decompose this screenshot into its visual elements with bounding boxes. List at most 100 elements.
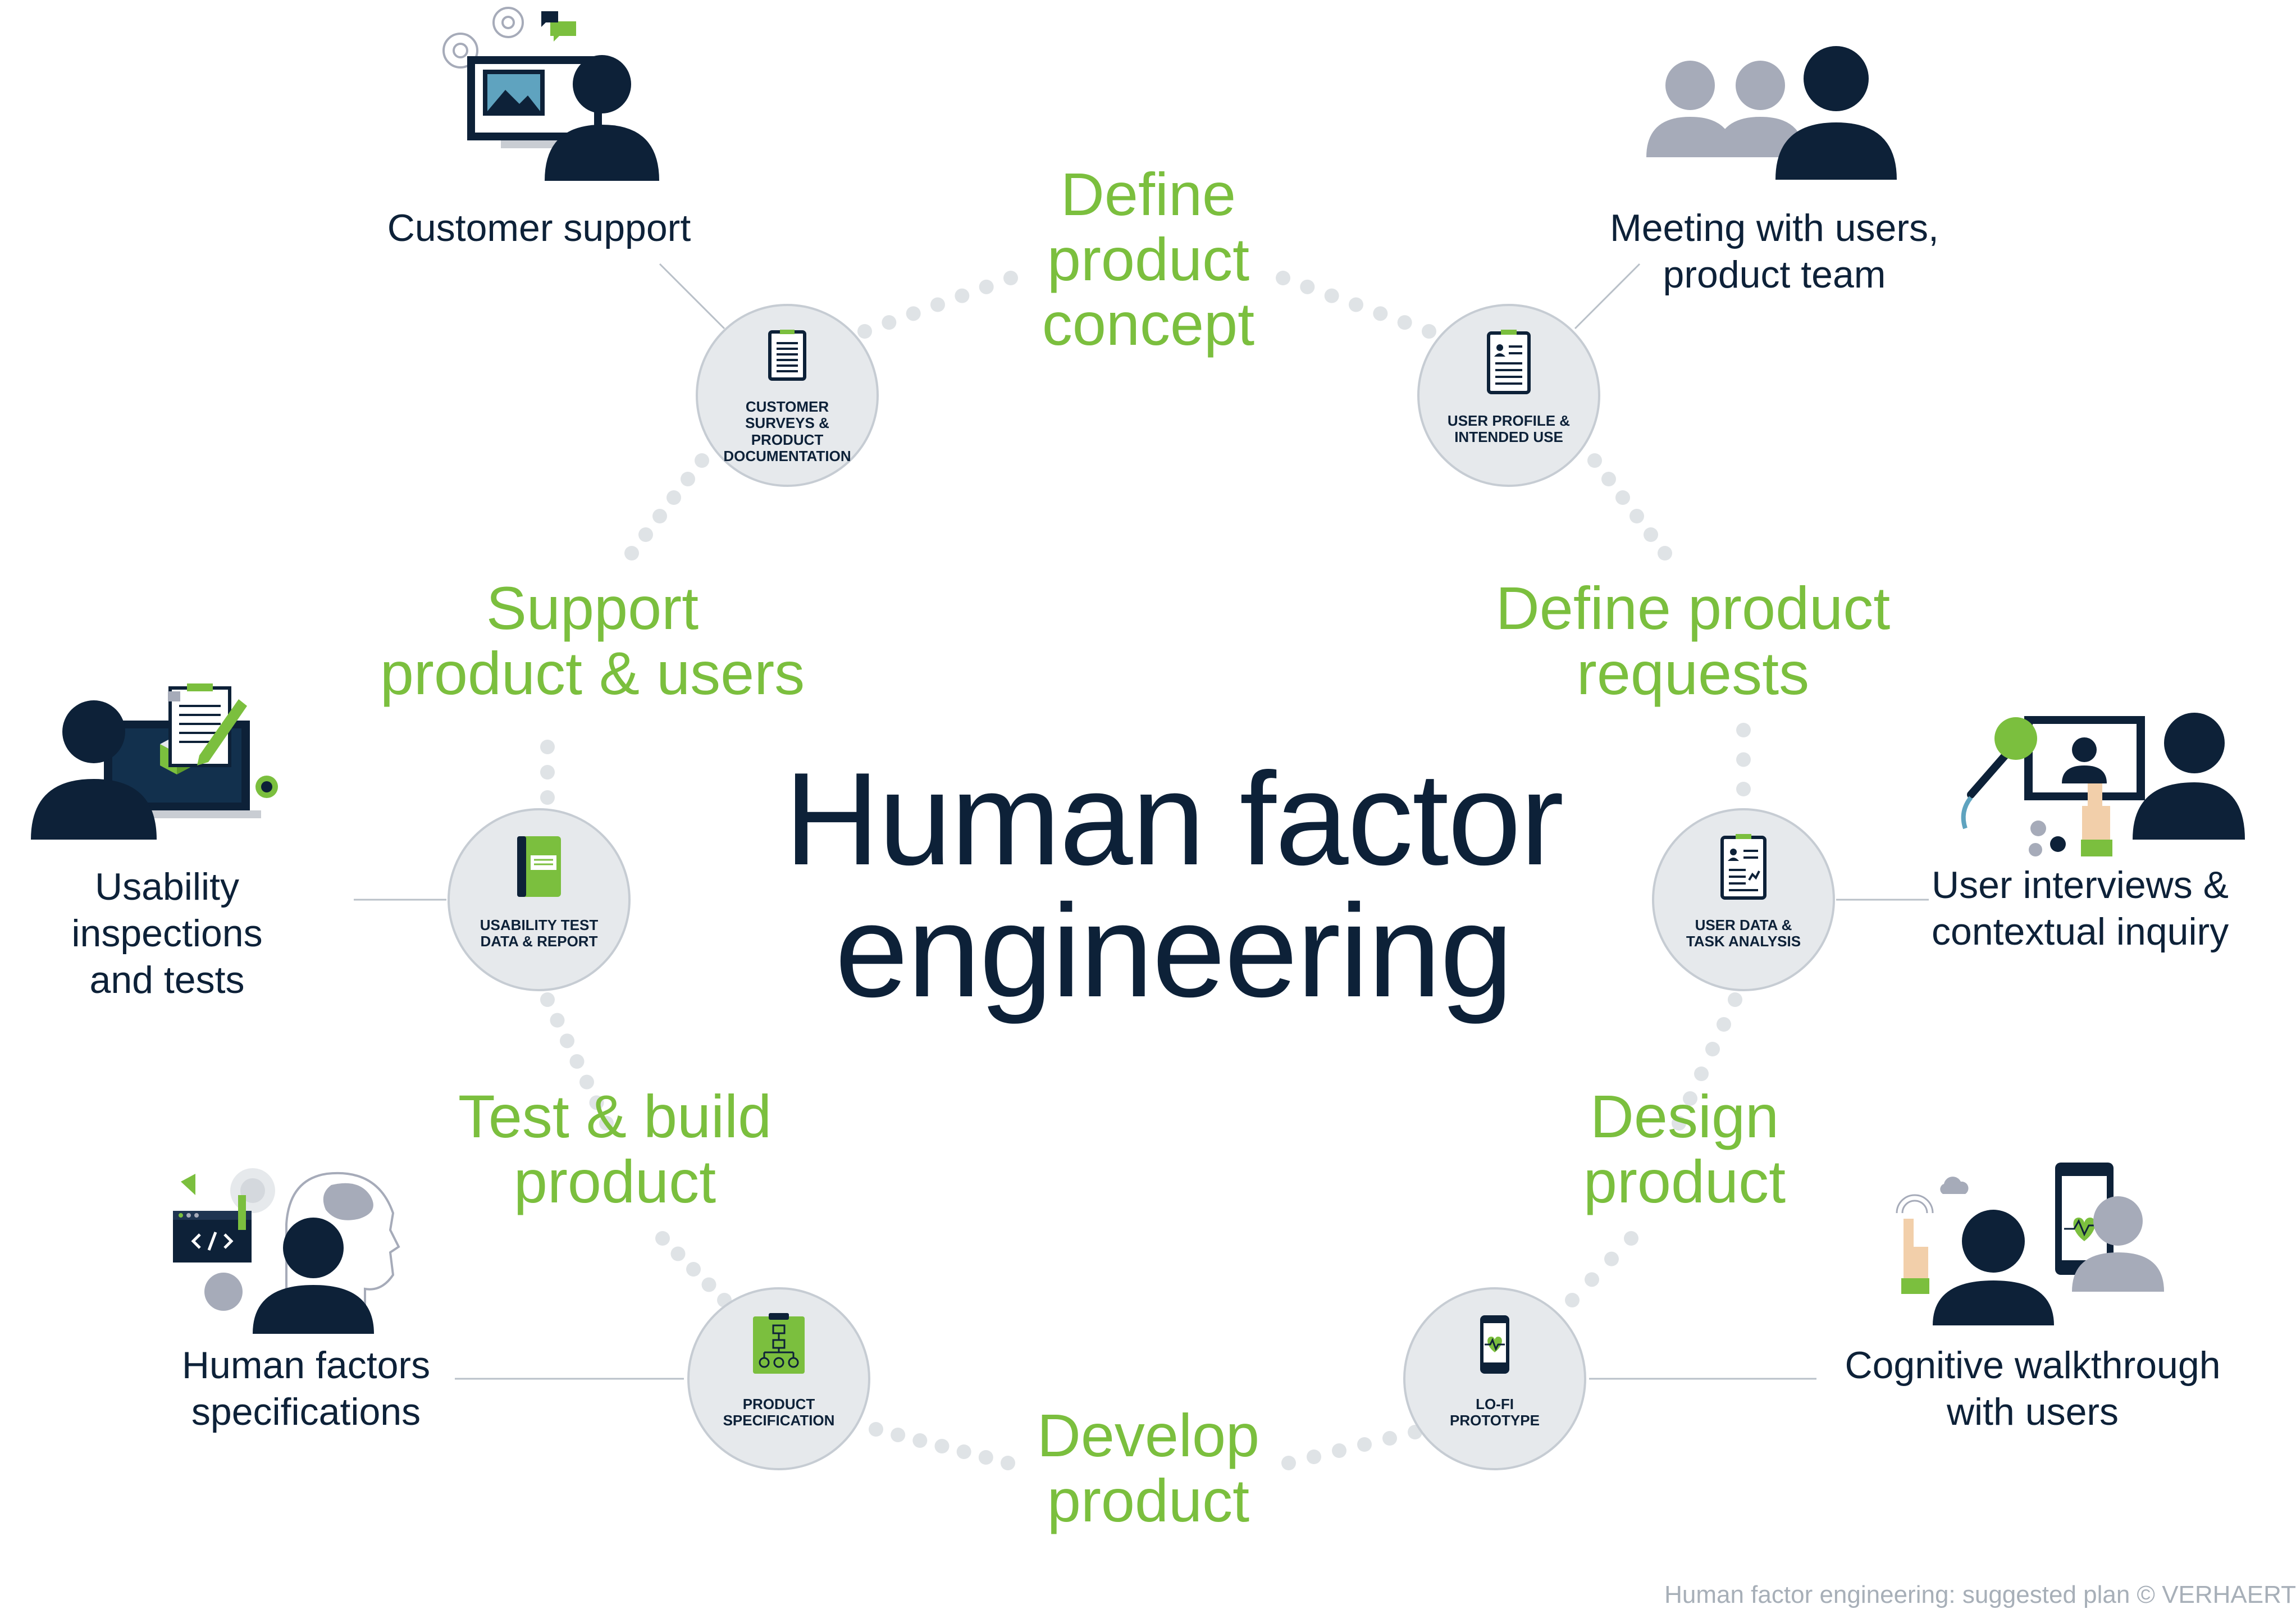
ring-dot bbox=[1658, 546, 1672, 560]
ring-dot bbox=[638, 527, 653, 542]
ring-dot bbox=[1705, 1042, 1720, 1056]
ring-dot bbox=[540, 740, 555, 754]
ring-dot bbox=[1683, 1091, 1697, 1106]
ring-dot bbox=[955, 288, 970, 303]
ring-dot bbox=[655, 1231, 670, 1246]
ring-dot bbox=[1373, 306, 1388, 321]
person-icon bbox=[1804, 46, 1869, 111]
interview-illustration bbox=[1961, 713, 2245, 856]
ring-dot bbox=[624, 546, 639, 560]
ring-dot bbox=[978, 1450, 993, 1465]
ring-dot bbox=[681, 472, 695, 486]
ring-dot bbox=[1601, 472, 1616, 486]
person-icon bbox=[283, 1218, 344, 1278]
cognitive-walkthrough-illustration bbox=[1896, 1163, 2164, 1325]
report-book-icon bbox=[517, 836, 561, 897]
customer-support-illustration bbox=[442, 7, 659, 181]
cloud-icon bbox=[1940, 1177, 1969, 1194]
circuit-icon bbox=[204, 1273, 243, 1311]
ring-dot bbox=[869, 1422, 883, 1437]
meeting-illustration bbox=[1646, 46, 1897, 180]
node-lofi-prototype: LO-FI PROTOTYPE bbox=[1403, 1287, 1586, 1470]
phase-define-requests: Define product requests bbox=[1495, 574, 1891, 707]
phase-test-build: Test & build product bbox=[458, 1082, 772, 1215]
person-icon bbox=[1962, 1210, 2025, 1273]
ring-dot bbox=[1736, 723, 1751, 737]
ring-dot bbox=[1629, 509, 1644, 523]
person-icon bbox=[2164, 713, 2225, 773]
ring-dot bbox=[540, 992, 555, 1007]
ring-dot bbox=[550, 1013, 565, 1028]
ring-dot bbox=[686, 1262, 701, 1277]
node-label: USABILITY TEST DATA & REPORT bbox=[480, 917, 599, 950]
ring-dot bbox=[569, 1054, 585, 1069]
phase-develop: Develop product bbox=[1037, 1401, 1260, 1534]
person-icon bbox=[573, 55, 631, 113]
ring-dot bbox=[934, 1439, 950, 1453]
hand-icon bbox=[1904, 1219, 1928, 1280]
user-profile-icon bbox=[1487, 330, 1531, 394]
ring-dot bbox=[1615, 490, 1630, 505]
ring-dot bbox=[589, 1095, 604, 1110]
ring-dot bbox=[1382, 1431, 1397, 1446]
ring-dot bbox=[1644, 527, 1658, 542]
hf-specifications-illustration bbox=[173, 1168, 400, 1334]
phase-define-concept: Define product concept bbox=[1042, 160, 1255, 358]
hand-icon bbox=[2082, 783, 2110, 840]
ring-dot bbox=[1604, 1251, 1619, 1266]
microphone-icon bbox=[1961, 717, 2037, 829]
footer-credit: Human factor engineering: suggested plan… bbox=[1664, 1581, 2296, 1608]
ring-dot bbox=[912, 1433, 928, 1448]
megaphone-icon bbox=[181, 1174, 195, 1195]
ring-dot bbox=[1736, 752, 1751, 767]
ring-dot bbox=[857, 324, 872, 339]
document-icon bbox=[768, 330, 806, 381]
smartphone-heart-icon bbox=[1480, 1315, 1509, 1374]
ring-dot bbox=[560, 1033, 574, 1049]
chat-bubble-icon bbox=[550, 21, 576, 42]
ring-dot bbox=[1717, 1017, 1731, 1032]
connector-meeting bbox=[1574, 263, 1641, 330]
usability-inspection-illustration bbox=[31, 683, 278, 840]
gears-icon bbox=[442, 7, 524, 69]
activity-cognitive: Cognitive walkthrough with users bbox=[1845, 1344, 2221, 1433]
ring-dot bbox=[540, 765, 555, 780]
ring-dot bbox=[1332, 1443, 1346, 1458]
connector-lines bbox=[354, 263, 1929, 1380]
ring-dot bbox=[1003, 271, 1018, 285]
person-icon bbox=[1665, 61, 1715, 110]
phase-design: Design product bbox=[1583, 1082, 1786, 1215]
ring-dot bbox=[1587, 453, 1602, 468]
pencil-icon bbox=[197, 699, 247, 765]
phase-support: Support product & users bbox=[380, 574, 805, 707]
activity-interviews: User interviews & contextual inquiry bbox=[1932, 864, 2229, 953]
connector-customer-support bbox=[659, 263, 725, 330]
ring-dot bbox=[1728, 992, 1742, 1007]
ring-dot bbox=[599, 1116, 614, 1131]
ring-dot bbox=[579, 1074, 594, 1090]
activity-usability-inspections: Usability inspections and tests bbox=[71, 865, 263, 1001]
ring-dot bbox=[956, 1444, 971, 1459]
ring-dot bbox=[1736, 782, 1751, 796]
ring-dot bbox=[1324, 288, 1339, 303]
ring-dot bbox=[1672, 1116, 1686, 1131]
pencil-icon bbox=[238, 1195, 246, 1230]
touch-icon bbox=[1896, 1194, 1934, 1214]
ring-dot bbox=[1001, 1456, 1015, 1470]
node-label: USER PROFILE & INTENDED USE bbox=[1447, 412, 1571, 446]
activity-meeting: Meeting with users, product team bbox=[1610, 207, 1939, 296]
person-icon bbox=[2093, 1196, 2143, 1246]
node-user-data: USER DATA & TASK ANALYSIS bbox=[1652, 808, 1835, 991]
task-analysis-icon bbox=[1720, 834, 1766, 900]
ring-dot bbox=[1300, 279, 1315, 294]
node-usability-data: USABILITY TEST DATA & REPORT bbox=[448, 808, 631, 991]
ring-dot bbox=[882, 315, 897, 330]
ring-dot bbox=[670, 1246, 686, 1261]
lock-icon bbox=[168, 691, 180, 701]
ring-dot bbox=[1422, 324, 1436, 339]
ring-dot bbox=[667, 490, 681, 505]
ring-dot bbox=[701, 1277, 716, 1292]
node-customer-surveys: CUSTOMER SURVEYS & PRODUCT DOCUMENTATION bbox=[696, 304, 879, 487]
